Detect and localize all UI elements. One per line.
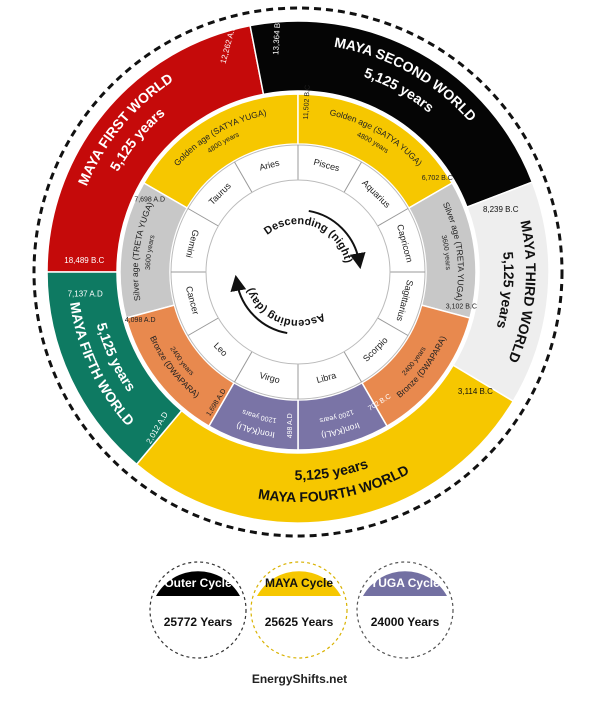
- yuga-age-years: 3600 years: [440, 234, 451, 270]
- legend-title: Outer Cycle: [164, 576, 232, 590]
- zodiac-divider: [187, 317, 219, 336]
- site-footer: EnergyShifts.net: [251, 672, 348, 686]
- zodiac-divider: [343, 351, 362, 383]
- legend-title: MAYA Cycle: [265, 576, 333, 590]
- zodiac-divider: [377, 317, 409, 336]
- legend-cap: [363, 571, 447, 596]
- world-date-label: 3,114 B.C: [458, 387, 493, 396]
- world-date-label: 18,489 B.C: [64, 256, 104, 265]
- zodiac-divider: [377, 208, 409, 227]
- zodiac-divider: [187, 208, 219, 227]
- zodiac-sign: Libra: [315, 370, 337, 385]
- outer-cycle-ring: [32, 6, 564, 538]
- legend-value: 24000 Years: [371, 615, 440, 629]
- zodiac-divider: [234, 351, 253, 383]
- legend: Outer Cycle 25772 Years MAYA Cycle 25625 Ye…: [149, 561, 454, 659]
- yuga-date-label: 6,702 B.C: [422, 175, 453, 182]
- yuga-date-label: 3,102 B.C: [446, 304, 477, 311]
- zodiac-divider: [343, 161, 362, 193]
- yuga-age-segment-8: [207, 381, 299, 451]
- legend-title: YUGA Cycle: [370, 576, 440, 590]
- yuga-age-years: 3600 years: [145, 234, 157, 270]
- yuga-date-label: 4,098 A.D: [125, 317, 156, 324]
- descending-arrow: [308, 209, 366, 270]
- world-date-label: 13,364 B.C: [271, 14, 282, 55]
- yuga-date-label: 7,698 A.D: [134, 197, 165, 204]
- yuga-age-segment-6: [125, 304, 236, 428]
- zodiac-divider: [234, 161, 253, 193]
- legend-value: 25625 Years: [265, 615, 334, 629]
- world-date-label: 8,239 B.C: [483, 205, 519, 214]
- legend-cap: [156, 571, 240, 596]
- legend-cap: [257, 571, 341, 596]
- yuga-date-label: 11,502 B.C: [303, 85, 312, 120]
- zodiac-inner-ring: [205, 179, 391, 365]
- world-date-label: 7,137 A.D: [68, 289, 103, 298]
- ascending-arrow: [230, 274, 288, 335]
- yuga-date-label: 498 A.D: [287, 413, 294, 438]
- legend-value: 25772 Years: [164, 615, 233, 629]
- yuga-age-segment-4: [119, 181, 189, 319]
